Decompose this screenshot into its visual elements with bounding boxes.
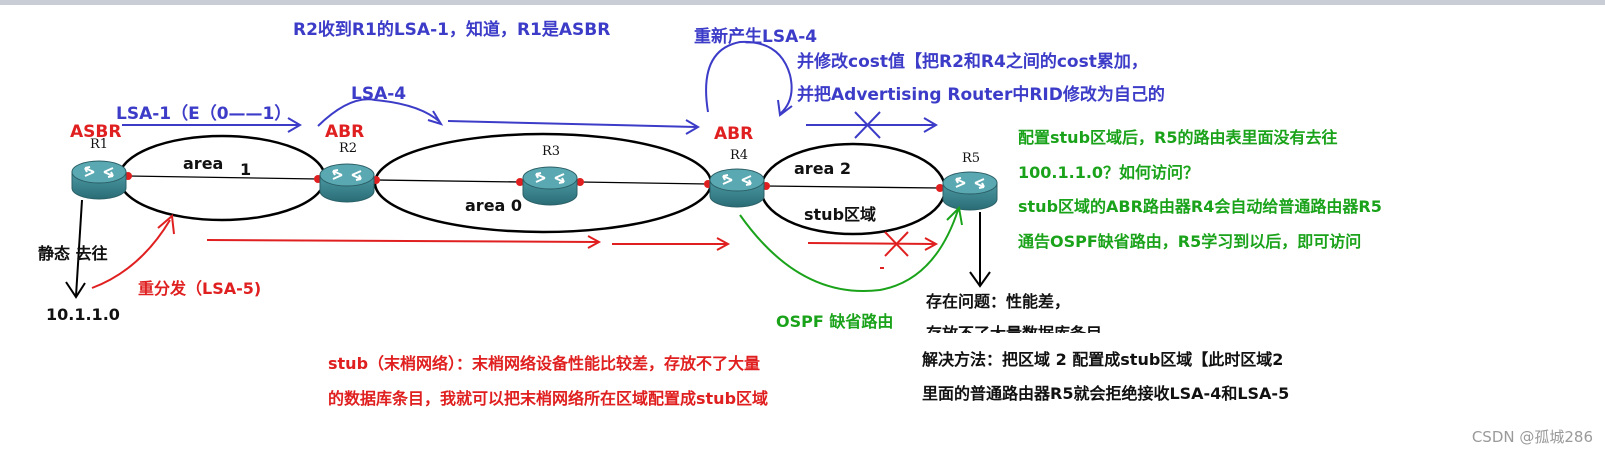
- links: [127, 175, 941, 189]
- stub-definition-line-1: stub（末梢网络）：末梢网络设备性能比较差，存放不了大量: [328, 354, 761, 373]
- r3-name-label: R3: [542, 144, 561, 159]
- stub-question-line-1: 配置stub区域后，R5的路由表里面没有去往: [1018, 128, 1338, 147]
- r2-receives-lsa1-note: R2收到R1的LSA-1，知道，R1是ASBR: [293, 20, 611, 40]
- r4-name-label: R4: [730, 148, 749, 163]
- r2-role-label: ABR: [325, 122, 365, 142]
- problem-line-2: 存放不了大量数据库条目: [926, 320, 1102, 333]
- area-2-stub-label: stub区域: [804, 205, 877, 224]
- redistribute-lsa5-label: 重分发（LSA-5): [138, 279, 262, 298]
- r5-name-label: R5: [962, 151, 981, 166]
- lsa5-arrows-red: [91, 214, 939, 289]
- area-2-label: area 2: [794, 159, 852, 178]
- modify-cost-line-1: 并修改cost值【把R2和R4之间的cost累加，: [797, 52, 1148, 72]
- solution-line-1: 解决方法：把区域 2 配置成stub区域【此时区域2: [922, 350, 1284, 369]
- router-r5-icon: [942, 171, 998, 211]
- router-r2-icon: [319, 163, 375, 203]
- stub-answer-line-1: stub区域的ABR路由器R4会自动给普通路由器R5: [1018, 197, 1382, 216]
- solution-line-2: 里面的普通路由器R5就会拒绝接收LSA-4和LSA-5: [922, 384, 1290, 403]
- lsa-arrows-blue: [122, 40, 938, 139]
- ospf-default-route-label: OSPF 缺省路由: [776, 312, 894, 331]
- area-1-label: area: [183, 154, 224, 173]
- lsa4-label: LSA-4: [351, 84, 407, 104]
- regenerate-lsa4-label: 重新产生LSA-4: [694, 27, 818, 47]
- static-destination-label: 10.1.1.0: [46, 305, 120, 324]
- r1-name-label: R1: [90, 137, 109, 152]
- stub-answer-line-2: 通告OSPF缺省路由，R5学习到以后，即可访问: [1018, 232, 1362, 251]
- router-r3-icon: [522, 166, 578, 206]
- watermark: CSDN @孤城286: [1471, 428, 1593, 446]
- ospf-default-route-arrow: [739, 205, 963, 292]
- top-border: [0, 0, 1605, 5]
- static-route-arrows: [65, 199, 991, 299]
- r1-role-label: ASBR: [70, 122, 122, 142]
- area-0-label: area 0: [465, 196, 523, 215]
- stub-question-line-2: 100.1.1.0？如何访问？: [1018, 163, 1200, 182]
- router-r4-icon: [709, 168, 765, 208]
- stub-definition-line-2: 的数据库条目，我就可以把末梢网络所在区域配置成stub区域: [328, 389, 769, 408]
- router-r1-icon: [71, 160, 127, 200]
- static-route-label: 静态 去往: [38, 244, 108, 263]
- lsa1-label: LSA-1（E（0——1）: [116, 104, 292, 124]
- r2-name-label: R2: [339, 141, 358, 156]
- problem-line-1: 存在问题：性能差，: [926, 292, 1071, 311]
- modify-cost-line-2: 并把Advertising Router中RID修改为自己的: [797, 85, 1165, 105]
- r4-role-label: ABR: [714, 124, 754, 144]
- area-1-number: 1: [240, 160, 252, 179]
- problem-line-2-clip: 存放不了大量数据库条目: [926, 318, 1102, 333]
